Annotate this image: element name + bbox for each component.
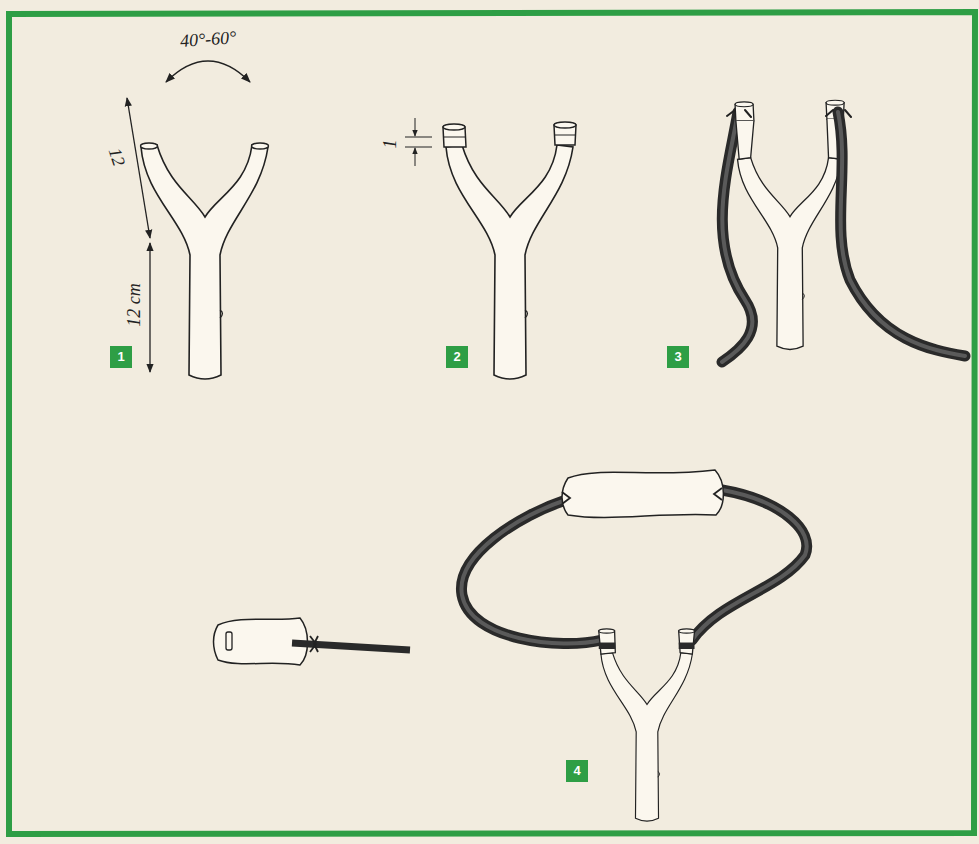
dimension-line [149, 243, 150, 372]
rubber-band [727, 110, 965, 356]
dimension-line [127, 98, 150, 238]
fork-notched [443, 122, 576, 379]
length-dimension: 12 cm [125, 283, 143, 327]
callout-number: 2 [446, 346, 468, 368]
fork-assembled [599, 629, 695, 821]
pouch-detail [214, 618, 411, 665]
notch-dimension: 1 [381, 140, 399, 149]
fork-with-bands [735, 100, 844, 349]
leather-pouch [562, 470, 723, 518]
callout-number: 4 [566, 760, 588, 782]
callout-number: 3 [667, 346, 689, 368]
angle-arc [166, 61, 250, 82]
angle-dimension: 40°-60° [179, 28, 237, 50]
callout-number: 1 [110, 346, 132, 368]
length-dimension: 12 [106, 146, 129, 169]
fork-plain [141, 143, 269, 379]
